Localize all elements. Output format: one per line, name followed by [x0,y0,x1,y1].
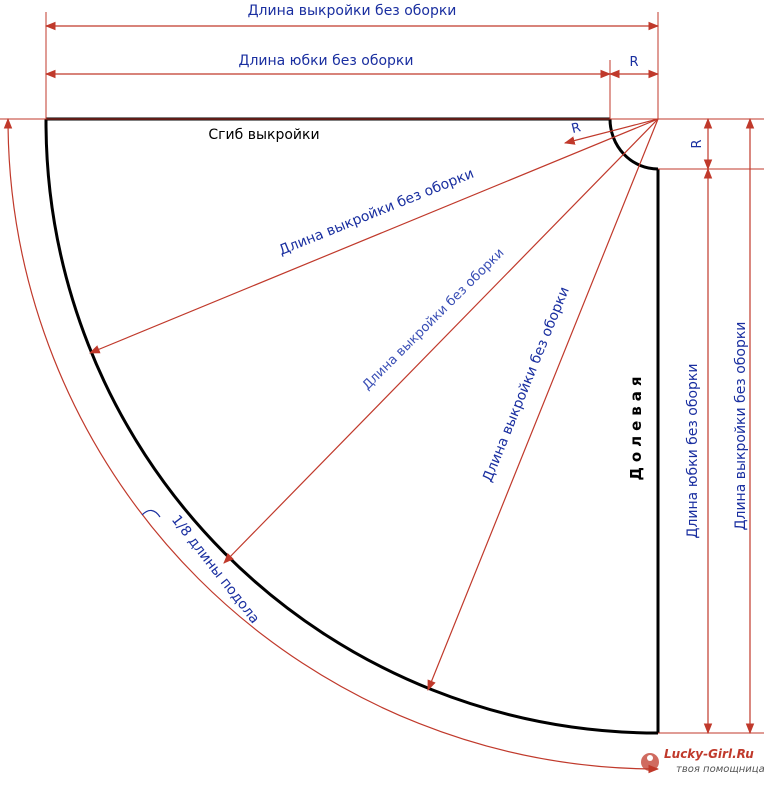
r-top-label: R [629,55,638,70]
skirt-length-right-label: Длина юбки без оборки [685,364,701,539]
pattern-length-right-label: Длина выкройки без оборки [733,322,749,531]
watermark-logo-icon [641,753,659,771]
pattern-length-top-label: Длина выкройки без оборки [248,3,457,19]
radius-label-3: Длина выкройки без оборки [480,285,573,485]
r-right-label: R [690,139,705,148]
dimension-arrows [3,21,755,774]
watermark-sub: твоя помощница [676,764,764,775]
hem-arc-dimension [3,117,660,774]
watermark-main: Lucky-Girl.Ru [664,747,754,761]
radius-line-3 [427,118,659,692]
grain-label: Долевая [627,371,645,480]
hem-curve [44,118,659,735]
radius-line-1 [89,118,659,354]
watermark: Lucky-Girl.Ru твоя помощница [641,747,764,775]
radius-label-1: Длина выкройки без оборки [277,166,477,259]
radius-label-2: Длина выкройки без оборки [360,246,508,394]
skirt-length-top-label: Длина юбки без оборки [239,53,414,69]
r-inner-label: R [570,120,582,137]
fold-label: Сгиб выкройки [208,127,319,143]
hem-arc-tick [141,509,161,518]
pattern-outline [44,117,660,735]
hem-label: 1/8 длины подола [168,512,262,627]
